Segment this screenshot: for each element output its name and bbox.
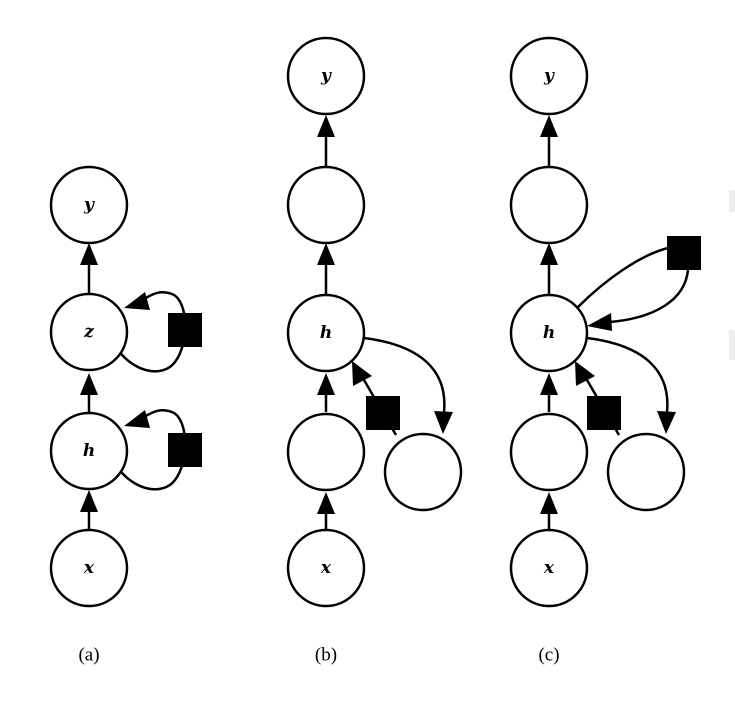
node-h-label: h: [320, 323, 332, 343]
edge-h-self-loop-arrowhead: [587, 313, 612, 331]
node-y-label: y: [83, 195, 95, 215]
panel-b-caption: (b): [315, 645, 337, 666]
edge-hidden-bottom-to-h-arrowhead: [317, 373, 335, 395]
node-h: [286, 293, 366, 373]
node-h-label: h: [83, 441, 95, 461]
delay-square: [366, 396, 400, 430]
node-x: [286, 528, 366, 608]
edge-x-to-h-arrowhead: [80, 490, 98, 512]
edge-h-to-side-arrowhead: [657, 411, 676, 434]
node-y-label: y: [320, 66, 332, 86]
panel-c: y h x (c): [509, 36, 701, 666]
panel-c-caption: (c): [538, 645, 559, 666]
edge-hidden-top-to-y-arrowhead: [540, 115, 558, 137]
edge-x-to-hidden-bottom-arrowhead: [317, 492, 335, 514]
edge-h-to-side: [363, 336, 446, 413]
edge-h-to-delay: [577, 246, 669, 308]
edge-z-self-loop-arrowhead: [124, 292, 150, 310]
delay-square-h: [168, 433, 202, 467]
node-y: [509, 36, 589, 116]
delay-square-z: [168, 313, 202, 347]
node-y: [286, 36, 366, 116]
edge-h-to-side-arrowhead: [434, 411, 453, 434]
edge-hidden-bottom-to-h-arrowhead: [540, 373, 558, 395]
node-z-label: z: [83, 322, 94, 342]
node-x-label: x: [320, 558, 332, 578]
delay-square-top: [667, 236, 701, 270]
node-y-label: y: [543, 66, 555, 86]
node-side: [606, 432, 686, 512]
edge-h-to-z-arrowhead: [80, 373, 98, 395]
node-x: [509, 528, 589, 608]
node-hidden-bottom: [286, 412, 366, 492]
delay-square-bottom: [587, 396, 621, 430]
edge-hidden-top-to-y-arrowhead: [317, 115, 335, 137]
node-y: [49, 165, 129, 245]
edge-h-to-hidden-top-arrowhead: [317, 243, 335, 265]
edge-side-to-h-arrowhead: [575, 361, 595, 386]
edge-side-to-h-arrowhead: [352, 361, 372, 386]
panel-a: y z h x (a): [49, 165, 202, 666]
node-x: [49, 528, 129, 608]
edge-artifact-bottom: [729, 330, 735, 360]
edge-x-to-hidden-bottom-arrowhead: [540, 492, 558, 514]
edge-h-to-side: [586, 336, 669, 413]
edge-h-self-loop-arrowhead: [124, 410, 150, 428]
node-hidden-top: [509, 165, 589, 245]
node-x-label: x: [543, 558, 555, 578]
edge-artifact-top: [729, 190, 735, 212]
node-h: [49, 411, 129, 491]
node-h: [509, 293, 589, 373]
edge-z-to-y-arrowhead: [80, 243, 98, 265]
panel-a-caption: (a): [78, 645, 99, 666]
panel-b: y h x (b): [286, 36, 463, 666]
node-hidden-bottom: [509, 412, 589, 492]
node-z: [49, 292, 129, 372]
node-x-label: x: [83, 558, 95, 578]
edge-h-to-hidden-top-arrowhead: [540, 243, 558, 265]
node-hidden-top: [286, 165, 366, 245]
edge-delay-to-h: [609, 269, 690, 324]
node-side: [383, 432, 463, 512]
node-h-label: h: [543, 323, 555, 343]
